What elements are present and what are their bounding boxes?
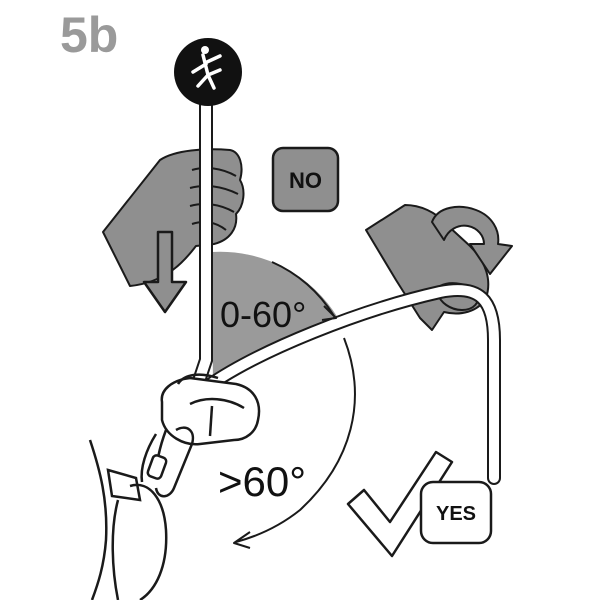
large-angle-arrow bbox=[233, 337, 356, 549]
small-angle-label: 0-60° bbox=[220, 294, 306, 335]
harness bbox=[88, 439, 168, 600]
carabiner bbox=[140, 426, 195, 498]
rotate-arrow-icon bbox=[431, 205, 513, 275]
checkmark-icon bbox=[346, 450, 454, 558]
no-badge: NO bbox=[271, 146, 340, 213]
belay-device bbox=[160, 373, 261, 446]
step-label: 5b bbox=[60, 7, 118, 63]
no-badge-label: NO bbox=[289, 168, 322, 193]
yes-badge-label: YES bbox=[436, 503, 476, 525]
small-angle-arrow bbox=[271, 261, 337, 321]
down-arrow-icon bbox=[142, 230, 188, 314]
large-angle-label: >60° bbox=[218, 458, 306, 505]
small-angle-sector bbox=[212, 251, 338, 390]
yes-badge: YES bbox=[419, 480, 493, 545]
climber-icon bbox=[174, 38, 242, 106]
